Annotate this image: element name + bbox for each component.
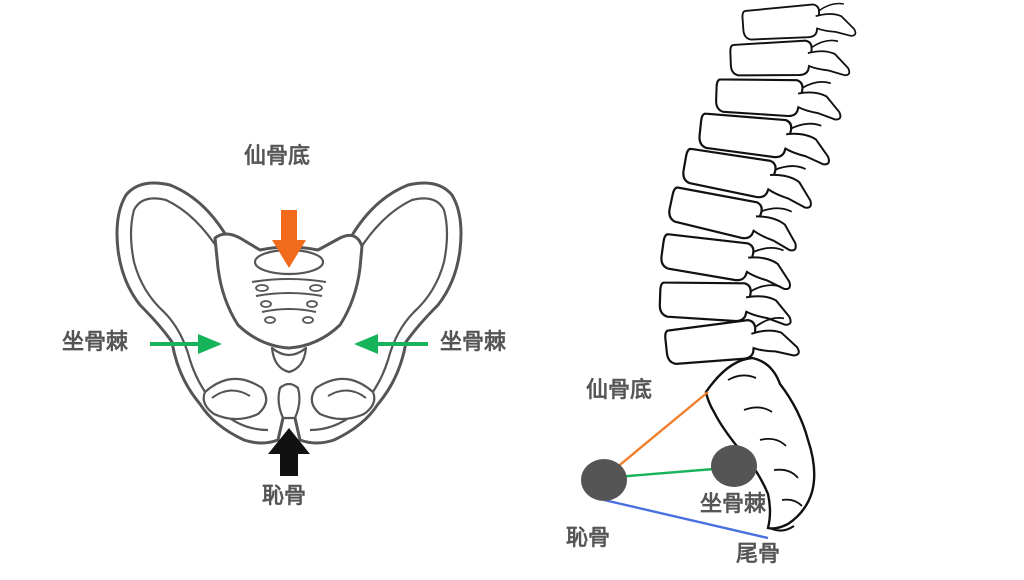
side-coccyx-label: 尾骨	[736, 542, 781, 567]
ischial-spine-left-arrow	[150, 334, 222, 354]
side-pubis-label: 恥骨	[566, 526, 611, 551]
front-sacral-base-label: 仙骨底	[244, 144, 311, 169]
ischial-spine-marker	[711, 445, 757, 487]
pubic-symphysis	[277, 382, 301, 420]
right-ilium	[293, 181, 463, 445]
spine-side-illustration	[658, 0, 857, 532]
pubis-to-sacral-base-line	[603, 391, 709, 479]
pubis-arrow	[268, 428, 310, 476]
front-ischial-spine-left-label: 坐骨棘	[62, 330, 129, 355]
side-ischial-spine-label: 坐骨棘	[700, 492, 767, 517]
left-ilium	[115, 181, 285, 445]
front-pubis-label: 恥骨	[262, 484, 307, 509]
pelvis-front-illustration	[115, 181, 463, 445]
ischial-spine-right-arrow	[354, 334, 428, 354]
pubis-marker	[581, 459, 627, 501]
sacral-base-arrow	[272, 210, 306, 268]
pubis-to-coccyx-line	[603, 498, 769, 540]
front-ischial-spine-right-label: 坐骨棘	[440, 330, 507, 355]
side-sacral-base-label: 仙骨底	[586, 378, 653, 403]
sacrum-side	[704, 356, 816, 532]
